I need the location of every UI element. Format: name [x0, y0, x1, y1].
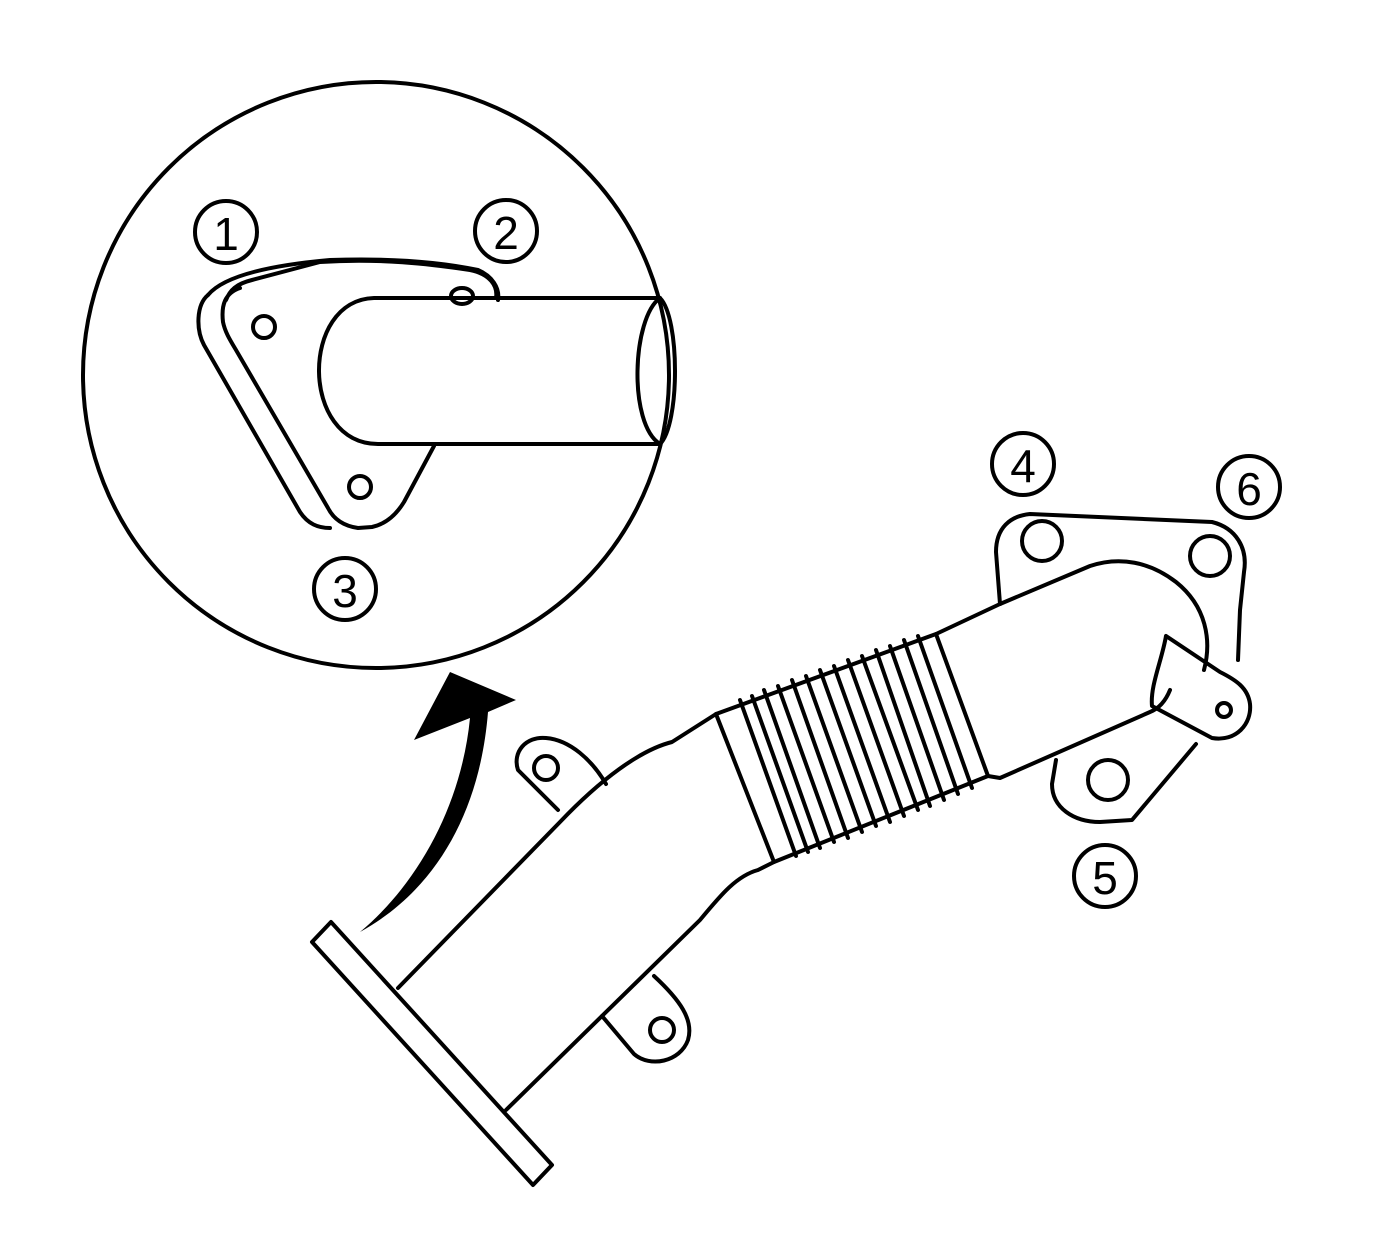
inlet-tube	[396, 712, 776, 1112]
sensor-boss-tab	[1149, 634, 1253, 741]
detail-bolt-hole-3	[347, 474, 373, 500]
upper-mounting-ear	[514, 735, 608, 812]
pointer-arrow	[360, 672, 516, 932]
sensor-boss-hole	[1215, 701, 1233, 719]
outlet-flange	[994, 512, 1247, 824]
callout-4-label: 4	[1010, 440, 1036, 492]
callout-6-circle	[1216, 454, 1282, 520]
callout-4-circle	[990, 431, 1056, 497]
upper-ear-hole	[532, 754, 560, 782]
bellows	[714, 632, 990, 864]
detail-pipe-end	[635, 296, 677, 446]
callout-2-label: 2	[493, 207, 519, 259]
inlet-flange-plate	[310, 920, 554, 1187]
callout-3-label: 3	[332, 565, 358, 617]
callout-2-circle	[473, 198, 539, 264]
detail-flange	[196, 257, 677, 530]
outlet-bolt-hole-6	[1188, 534, 1232, 578]
detail-view-circle	[81, 80, 671, 670]
callout-1-label: 1	[213, 208, 239, 260]
callout-5-label: 5	[1092, 852, 1118, 904]
lower-mounting-ear	[600, 974, 692, 1064]
outlet-tube	[934, 559, 1210, 780]
callout-1-circle	[193, 199, 259, 265]
callout-6-label: 6	[1236, 463, 1262, 515]
detail-pipe	[317, 296, 662, 446]
callout-3-circle	[312, 556, 378, 622]
callout-5-circle	[1072, 843, 1138, 909]
detail-bolt-hole-1	[251, 314, 277, 340]
outlet-bolt-hole-5	[1086, 758, 1130, 802]
lower-ear-hole	[648, 1016, 676, 1044]
outlet-bolt-hole-4	[1020, 519, 1064, 563]
